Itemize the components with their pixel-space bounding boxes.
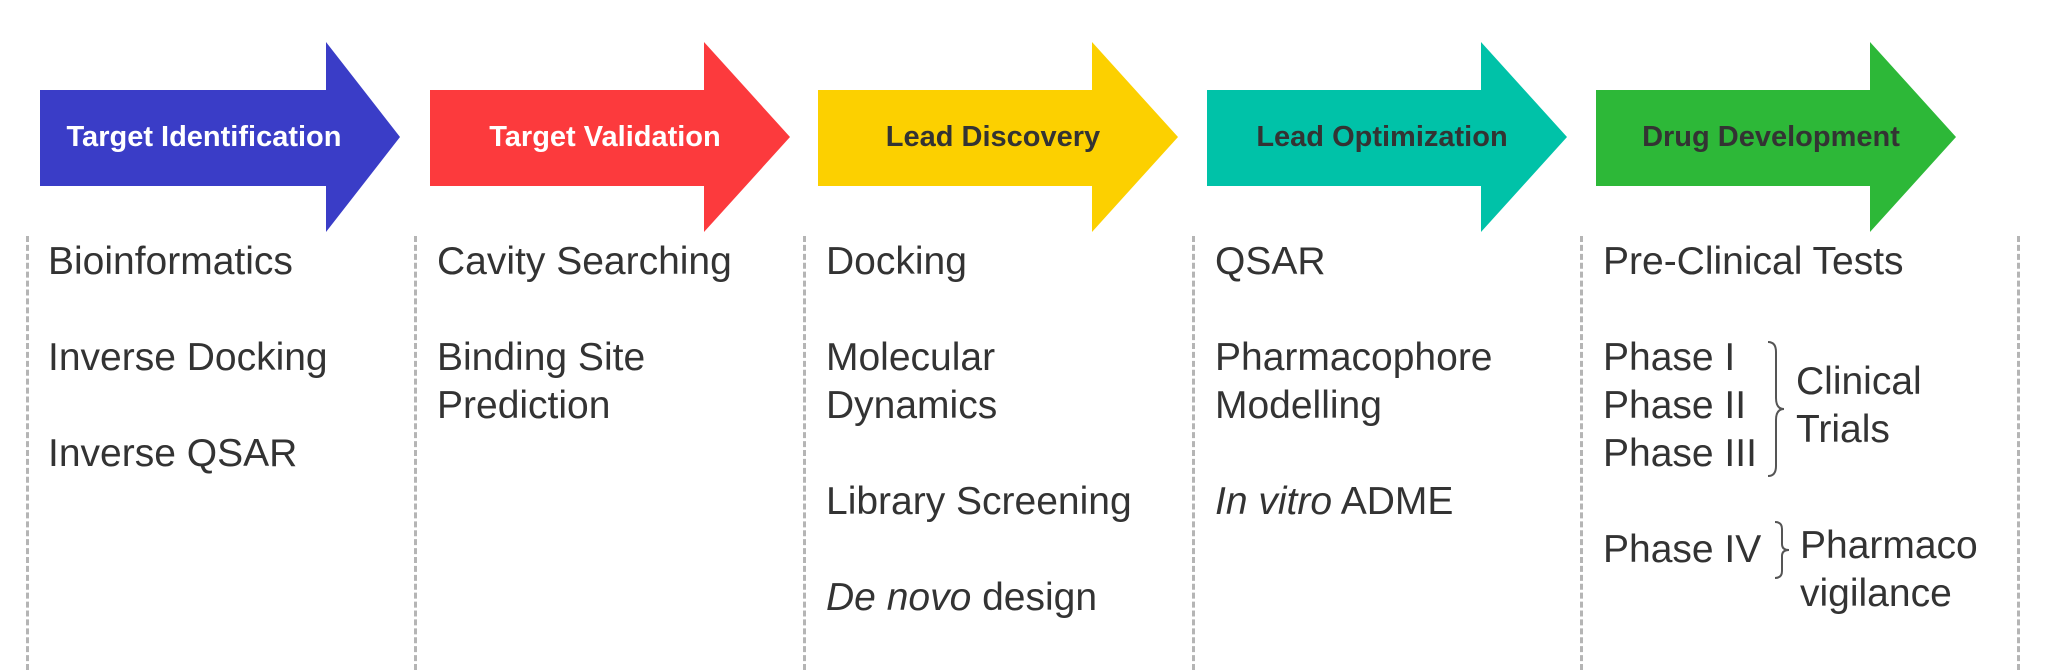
stage-arrow-lead-discovery: Lead Discovery xyxy=(818,42,1178,232)
column-divider xyxy=(1192,236,1195,670)
method-de-novo-design: De novo design xyxy=(826,574,1097,622)
method-cavity-searching: Cavity Searching xyxy=(437,240,732,283)
clinical-trials-label: Clinical Trials xyxy=(1796,358,1922,454)
method-molecular-dynamics: Molecular Dynamics xyxy=(826,334,997,430)
italic-term: De novo xyxy=(826,576,972,619)
pharmacovigilance-label: Pharmaco vigilance xyxy=(1800,522,1978,618)
phase-1: Phase I xyxy=(1603,336,1736,379)
arrow-shape xyxy=(40,42,400,232)
method-in-vitro-adme: In vitro ADME xyxy=(1215,478,1453,526)
phase-list: Phase I Phase II Phase III xyxy=(1603,334,1757,478)
method-qsar: QSAR xyxy=(1215,240,1326,283)
phase-2: Phase II xyxy=(1603,384,1747,427)
method-pre-clinical-tests: Pre-Clinical Tests xyxy=(1603,240,1904,283)
column-divider xyxy=(26,236,29,670)
column-divider xyxy=(414,236,417,670)
column-divider xyxy=(803,236,806,670)
method-library-screening: Library Screening xyxy=(826,480,1132,523)
text-line: vigilance xyxy=(1800,572,1952,615)
method-inverse-qsar: Inverse QSAR xyxy=(48,432,298,475)
method-pharmacophore-modelling: Pharmacophore Modelling xyxy=(1215,334,1493,430)
text-line: Dynamics xyxy=(826,384,998,427)
arrow-shape xyxy=(1596,42,1956,232)
stage-arrow-target-identification: Target Identification xyxy=(40,42,400,232)
stage-arrow-drug-development: Drug Development xyxy=(1596,42,1956,232)
text-line: Clinical xyxy=(1796,360,1922,403)
text-line: Pharmacophore xyxy=(1215,336,1493,379)
term-suffix: design xyxy=(971,576,1098,619)
text-line: Modelling xyxy=(1215,384,1382,427)
arrow-shape xyxy=(1207,42,1567,232)
method-inverse-docking: Inverse Docking xyxy=(48,336,328,379)
term-suffix: ADME xyxy=(1332,480,1454,523)
arrow-shape xyxy=(818,42,1178,232)
phase-3: Phase III xyxy=(1603,432,1757,475)
method-docking: Docking xyxy=(826,240,967,283)
arrow-shape xyxy=(430,42,790,232)
stage-label: Target Validation xyxy=(489,120,721,153)
stage-label: Drug Development xyxy=(1642,120,1900,153)
phase-4: Phase IV xyxy=(1603,528,1762,571)
stage-label: Lead Optimization xyxy=(1256,120,1508,153)
method-bioinformatics: Bioinformatics xyxy=(48,240,293,283)
text-line: Pharmaco xyxy=(1800,524,1978,567)
column-divider xyxy=(2017,236,2020,670)
stage-label: Target Identification xyxy=(66,120,342,153)
method-binding-site-prediction: Binding Site Prediction xyxy=(437,334,645,430)
text-line: Binding Site xyxy=(437,336,646,379)
pharmacovigilance-brace xyxy=(1774,521,1790,579)
italic-term: In vitro xyxy=(1215,480,1333,523)
stage-arrow-target-validation: Target Validation xyxy=(430,42,790,232)
stage-arrow-lead-optimization: Lead Optimization xyxy=(1207,42,1567,232)
column-divider xyxy=(1580,236,1583,670)
text-line: Prediction xyxy=(437,384,611,427)
clinical-trials-brace xyxy=(1767,341,1785,477)
stage-label: Lead Discovery xyxy=(885,120,1101,153)
text-line: Trials xyxy=(1796,408,1890,451)
text-line: Molecular xyxy=(826,336,996,379)
